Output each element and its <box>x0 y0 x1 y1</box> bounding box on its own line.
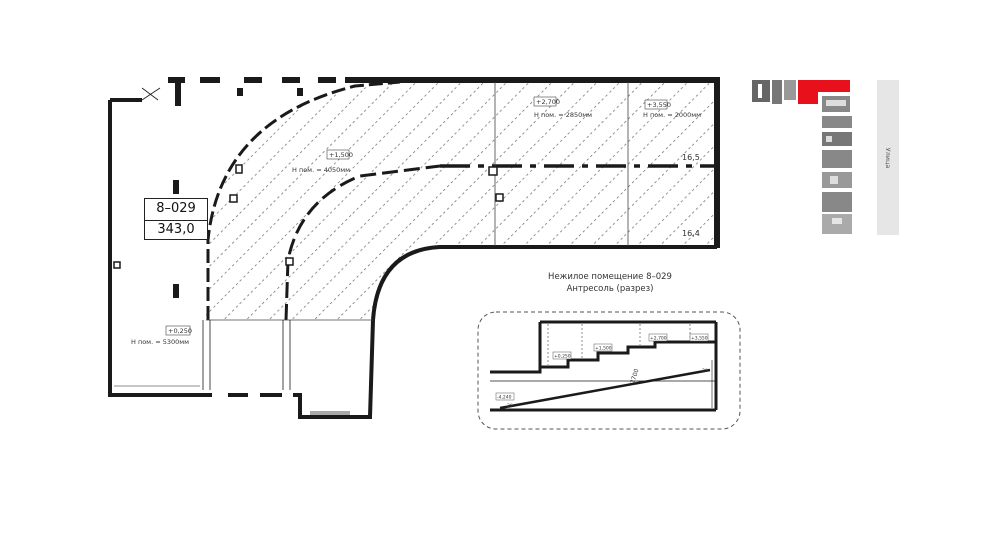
zone3-height: Н пом. = 2000мм <box>643 111 701 119</box>
section-level-2: +1,500 <box>595 346 612 352</box>
outer-walls <box>108 77 720 419</box>
section-ramp-top: 2б <box>702 368 708 374</box>
section-level-1: +0,250 <box>554 354 571 360</box>
street-label: Улица <box>884 147 892 168</box>
keyplan <box>752 80 852 234</box>
keyplan-highlight <box>798 80 850 104</box>
section-subtitle: Антресоль (разрез) <box>566 284 654 294</box>
section-level-5: -4,240 <box>497 395 512 401</box>
level-markers <box>165 96 668 336</box>
unit-label-box: 8–029 343,0 <box>144 198 208 240</box>
zone1-level: +1,500 <box>329 151 353 159</box>
partitions <box>206 82 629 321</box>
column-marks <box>173 77 363 298</box>
curved-wall-inner <box>284 164 441 321</box>
mezzanine-hatch <box>206 82 715 320</box>
zone3-level: +3,550 <box>647 101 671 109</box>
street-strip: Улица <box>877 80 899 235</box>
section-level-4: +3,550 <box>691 336 708 342</box>
openings <box>114 87 350 415</box>
section-ramp-bottom: 2б <box>507 403 513 409</box>
zone1-height: Н пом. = 4050мм <box>292 166 350 174</box>
curved-wall-front <box>371 245 717 321</box>
unit-area: 343,0 <box>145 220 207 237</box>
zone2-height: Н пом. = 2850мм <box>534 111 592 119</box>
zone4-height: Н пом. = 5300мм <box>131 338 189 346</box>
section-drawing <box>490 320 718 412</box>
zone2-level: +2,700 <box>536 98 560 106</box>
section-level-3: +2,700 <box>650 336 667 342</box>
zone4-level: +0,250 <box>168 327 192 335</box>
unit-number: 8–029 <box>156 201 196 216</box>
section-ramp-label: 2700 <box>629 368 640 385</box>
section-caption: Нежилое помещение 8–029 Антресоль (разре… <box>520 271 700 295</box>
column-squares <box>113 164 504 269</box>
section-frame <box>477 311 741 430</box>
section-title: Нежилое помещение 8–029 <box>548 272 672 282</box>
room-number-1: 16,5 <box>682 153 700 162</box>
room-number-2: 16,4 <box>682 229 700 238</box>
curved-wall-outer <box>206 80 401 320</box>
